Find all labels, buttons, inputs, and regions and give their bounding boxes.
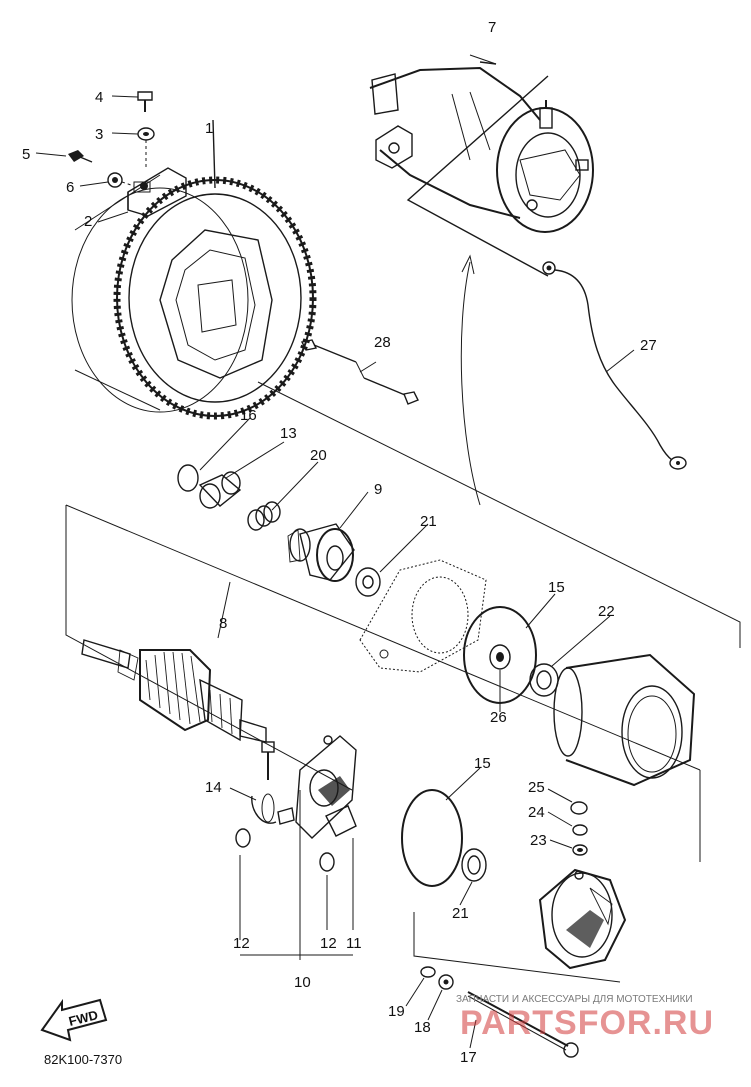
callout-9: 9 [374, 481, 382, 498]
callout-1: 1 [205, 120, 213, 137]
callout-18: 18 [414, 1019, 431, 1036]
callout-7: 7 [488, 19, 496, 36]
callout-10: 10 [294, 974, 311, 991]
callout-12a: 12 [233, 935, 250, 952]
callout-3: 3 [95, 126, 103, 143]
leader-lines [35, 95, 635, 1049]
callout-27: 27 [640, 337, 657, 354]
callout-11: 11 [346, 935, 362, 952]
callout-21b: 21 [452, 905, 469, 922]
front-cover-and-yoke [359, 559, 696, 787]
starter-clutch-ring-gear [71, 119, 317, 420]
brush-holder [235, 735, 357, 960]
diagram-code: 82K100-7370 [44, 1052, 122, 1067]
callout-6: 6 [66, 179, 74, 196]
callout-19: 19 [388, 1003, 405, 1020]
through-bolts [420, 966, 579, 1058]
callout-numbers: 1 2 3 4 5 6 7 8 9 10 11 12 12 13 14 15 1… [22, 19, 657, 1066]
fwd-text: FWD [67, 1007, 99, 1029]
callout-20: 20 [310, 447, 327, 464]
watermark-caption: ЗАПЧАСТИ И АКСЕССУАРЫ ДЛЯ МОТОТЕХНИКИ [456, 994, 693, 1005]
callout-2: 2 [84, 213, 92, 230]
callout-28: 28 [374, 334, 391, 351]
callout-14: 14 [205, 779, 222, 796]
callout-17: 17 [460, 1049, 477, 1066]
callout-21a: 21 [420, 513, 437, 530]
callout-16: 16 [240, 407, 257, 424]
watermark-brand: PARTSFOR.RU [460, 1004, 714, 1042]
armature [81, 639, 267, 743]
callout-15b: 15 [474, 755, 491, 772]
pinion-parts [177, 464, 381, 597]
callout-12b: 12 [320, 935, 337, 952]
callout-15a: 15 [548, 579, 565, 596]
callout-8: 8 [219, 615, 227, 632]
callout-25: 25 [528, 779, 545, 796]
rear-cover [401, 789, 627, 970]
bracket-and-bolts [68, 91, 187, 217]
callout-4: 4 [95, 89, 103, 106]
callout-13: 13 [280, 425, 297, 442]
callout-23: 23 [530, 832, 547, 849]
fwd-arrow: FWD [40, 998, 108, 1042]
assembly-outline [65, 254, 741, 983]
lead-wire-and-rod [300, 261, 687, 470]
starter-motor-assembly [369, 54, 594, 277]
callout-26: 26 [490, 709, 507, 726]
callout-22: 22 [598, 603, 615, 620]
armature-hatching [145, 651, 201, 725]
callout-5: 5 [22, 146, 30, 163]
callout-24: 24 [528, 804, 545, 821]
